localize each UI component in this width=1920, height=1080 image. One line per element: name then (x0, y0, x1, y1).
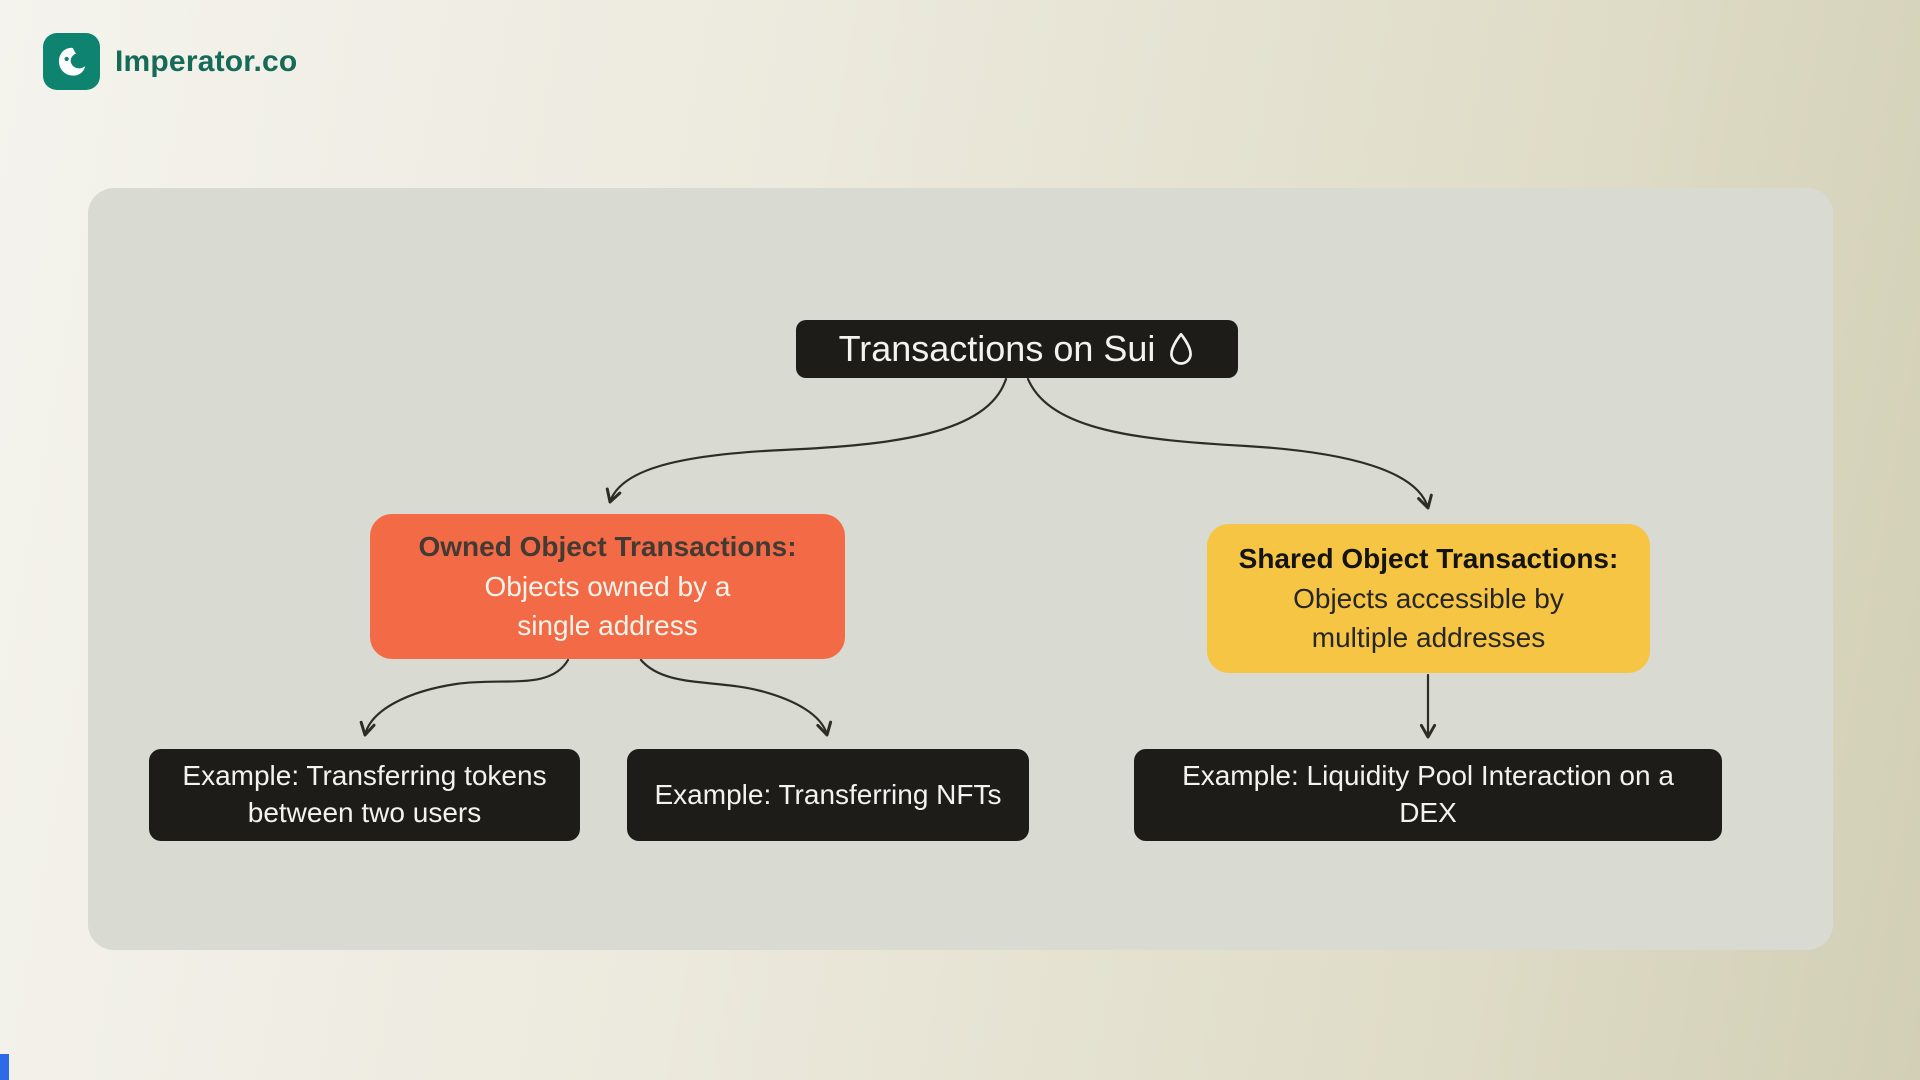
connector-owned-to-example-nfts (639, 658, 833, 737)
example-node-transferring-tokens: Example: Transferring tokens between two… (149, 749, 580, 841)
branch-owned-object-node: Owned Object Transactions: Objects owned… (370, 514, 845, 659)
branch-shared-object-node: Shared Object Transactions: Objects acce… (1207, 524, 1650, 673)
branch-owned-body: Objects owned by a single address (484, 570, 731, 642)
branch-shared-title: Shared Object Transactions: (1238, 542, 1619, 574)
branch-shared-body: Objects accessible by multiple addresses (1293, 582, 1564, 654)
sui-droplet-icon (1170, 332, 1193, 365)
imperator-mark-glyph (58, 47, 85, 76)
corner-blue-artifact (0, 1054, 9, 1080)
brand-header: Imperator.co (43, 33, 297, 90)
imperator-logo-icon (43, 33, 100, 90)
example-node-transferring-nfts: Example: Transferring NFTs (627, 749, 1029, 841)
example-node-liquidity-pool-dex: Example: Liquidity Pool Interaction on a… (1134, 749, 1722, 841)
connector-owned-to-example-tokens (359, 658, 570, 737)
diagram-panel: Transactions on Sui Owned Object Transac… (88, 188, 1833, 950)
brand-name: Imperator.co (115, 44, 298, 78)
connector-root-to-shared (1026, 377, 1433, 510)
root-node: Transactions on Sui (796, 320, 1238, 378)
root-node-label: Transactions on Sui (838, 328, 1156, 369)
connector-root-to-owned (605, 377, 1008, 504)
branch-owned-title: Owned Object Transactions: (418, 530, 797, 562)
